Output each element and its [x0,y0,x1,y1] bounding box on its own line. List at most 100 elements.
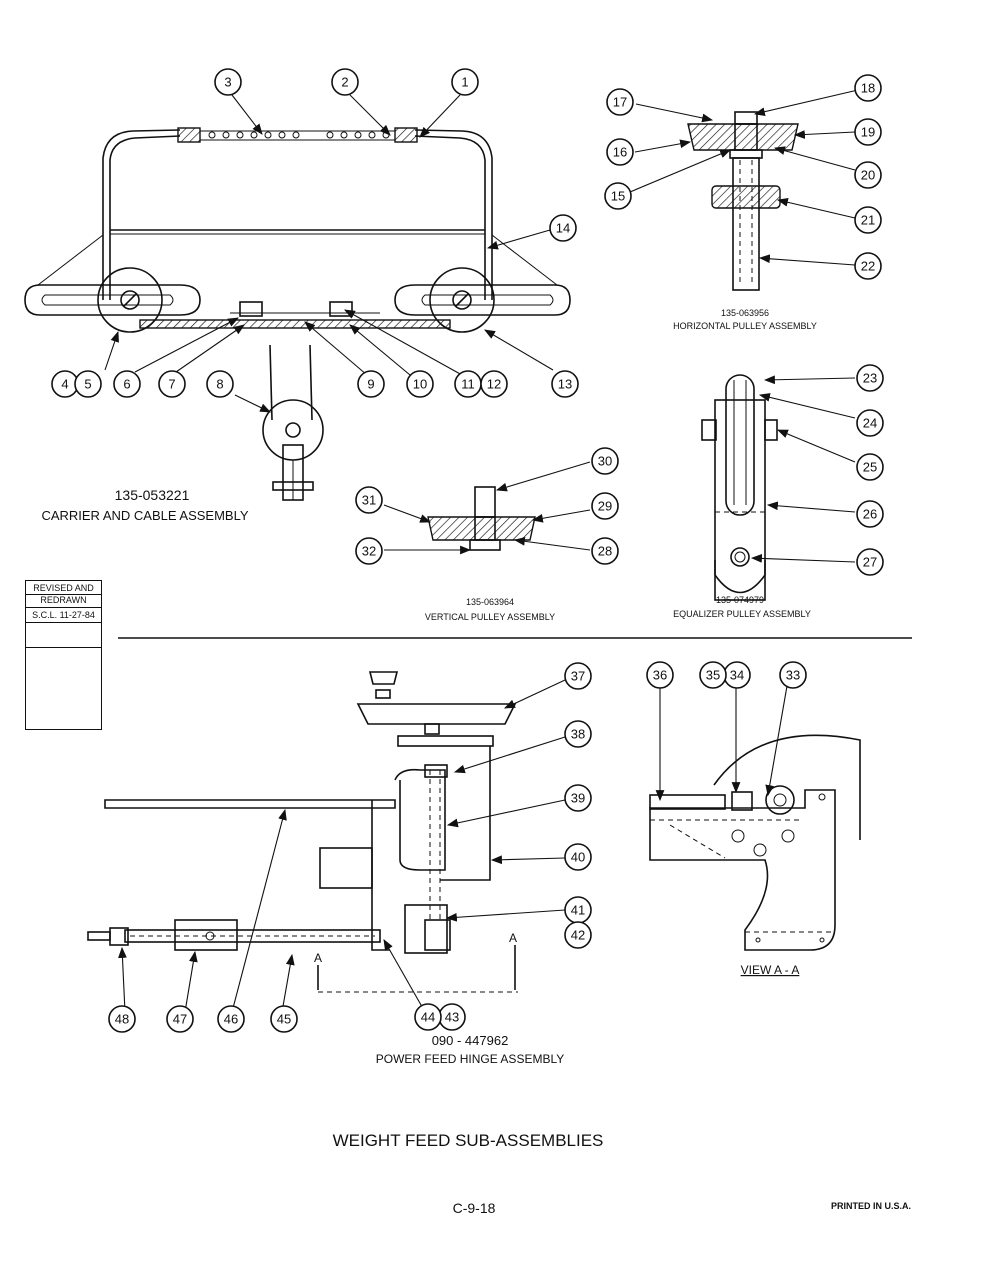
svg-text:13: 13 [558,377,572,392]
callout-1: 1 [451,68,479,96]
section-mark-left: A [314,951,322,965]
svg-text:26: 26 [863,507,877,522]
horizontal-pulley-number: 135-063956 [721,308,769,318]
svg-text:24: 24 [863,416,877,431]
vertical-pulley-number: 135-063964 [466,597,514,607]
callout-5: 5 [74,370,102,398]
hinge-assembly-number: 090 - 447962 [432,1033,509,1048]
callout-46: 46 [217,1005,245,1033]
svg-text:5: 5 [84,377,91,392]
equalizer-pulley-title: EQUALIZER PULLEY ASSEMBLY [673,609,811,619]
callout-21: 21 [854,206,882,234]
callout-20: 20 [854,161,882,189]
callout-35: 35 [699,661,727,689]
callout-18: 18 [854,74,882,102]
carrier-cable-drawing [24,127,571,501]
svg-text:33: 33 [786,668,800,683]
svg-text:16: 16 [613,145,627,160]
svg-text:39: 39 [571,791,585,806]
callout-47: 47 [166,1005,194,1033]
view-aa-label: VIEW A - A [741,963,800,977]
callout-42: 42 [564,921,592,949]
horizontal-pulley-drawing [687,111,799,291]
svg-text:6: 6 [123,377,130,392]
callout-3: 3 [214,68,242,96]
callout-22: 22 [854,252,882,280]
leader-lines [104,89,859,1013]
svg-text:15: 15 [611,189,625,204]
svg-text:8: 8 [216,377,223,392]
callout-40: 40 [564,843,592,871]
section-mark-right: A [509,931,517,945]
svg-text:40: 40 [571,850,585,865]
svg-text:20: 20 [861,168,875,183]
callout-12: 12 [480,370,508,398]
callout-31: 31 [355,486,383,514]
callout-7: 7 [158,370,186,398]
callout-33: 33 [779,661,807,689]
svg-text:2: 2 [341,75,348,90]
callout-9: 9 [357,370,385,398]
callout-25: 25 [856,453,884,481]
equalizer-pulley-number: 135-074979 [716,595,764,605]
callout-37: 37 [564,662,592,690]
callout-8: 8 [206,370,234,398]
svg-text:45: 45 [277,1012,291,1027]
callout-19: 19 [854,118,882,146]
power-feed-hinge-drawing [87,671,518,993]
callout-11: 11 [454,370,482,398]
callout-41: 41 [564,896,592,924]
callout-34: 34 [723,661,751,689]
svg-text:36: 36 [653,668,667,683]
page-number: C-9-18 [453,1200,496,1216]
carrier-assembly-title: CARRIER AND CABLE ASSEMBLY [41,508,248,523]
callout-44: 44 [414,1003,442,1031]
callout-48: 48 [108,1005,136,1033]
vertical-pulley-drawing [427,486,536,551]
svg-text:30: 30 [598,454,612,469]
callout-2: 2 [331,68,359,96]
callouts: 1 2 3 4 5 6 7 8 9 10 11 12 13 14 15 16 1… [51,68,884,1033]
svg-text:48: 48 [115,1012,129,1027]
svg-text:41: 41 [571,903,585,918]
callout-26: 26 [856,500,884,528]
svg-text:14: 14 [556,221,570,236]
view-aa-drawing [649,734,861,951]
svg-text:11: 11 [461,377,475,392]
svg-text:7: 7 [168,377,175,392]
svg-text:19: 19 [861,125,875,140]
svg-text:32: 32 [362,544,376,559]
svg-text:44: 44 [421,1010,435,1025]
callout-30: 30 [591,447,619,475]
callout-45: 45 [270,1005,298,1033]
svg-text:38: 38 [571,727,585,742]
svg-text:47: 47 [173,1012,187,1027]
callout-23: 23 [856,364,884,392]
callout-28: 28 [591,537,619,565]
callout-14: 14 [549,214,577,242]
svg-text:37: 37 [571,669,585,684]
svg-text:29: 29 [598,499,612,514]
callout-13: 13 [551,370,579,398]
callout-39: 39 [564,784,592,812]
svg-text:22: 22 [861,259,875,274]
equalizer-pulley-drawing [701,374,778,601]
callout-32: 32 [355,537,383,565]
callout-43: 43 [438,1003,466,1031]
callout-16: 16 [606,138,634,166]
svg-text:1: 1 [461,75,468,90]
svg-text:35: 35 [706,668,720,683]
callout-10: 10 [406,370,434,398]
svg-text:21: 21 [861,213,875,228]
svg-text:18: 18 [861,81,875,96]
svg-text:25: 25 [863,460,877,475]
callout-15: 15 [604,182,632,210]
printed-in-usa: PRINTED IN U.S.A. [831,1201,911,1211]
svg-text:9: 9 [367,377,374,392]
svg-text:23: 23 [863,371,877,386]
revision-box: REVISED AND REDRAWN S.C.L. 11-27-84 [25,580,102,730]
callout-27: 27 [856,548,884,576]
svg-text:31: 31 [362,493,376,508]
svg-text:12: 12 [487,377,501,392]
